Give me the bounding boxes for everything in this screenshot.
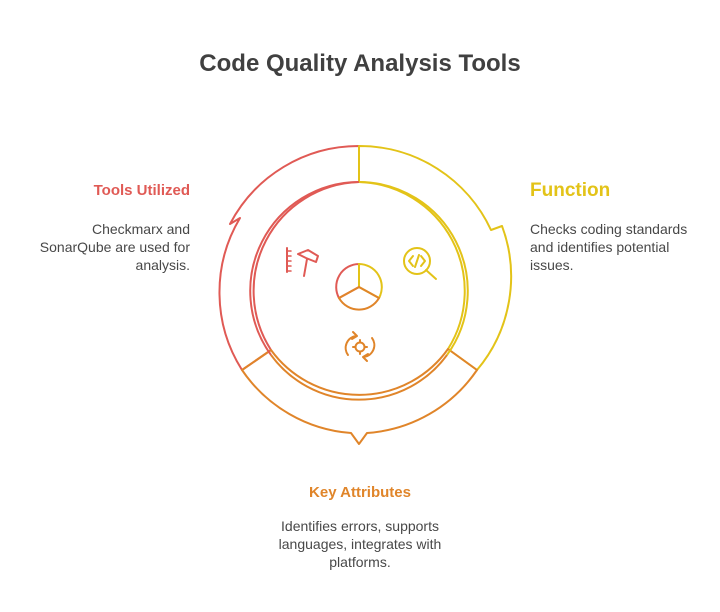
- function-description: Checks coding standards and identifies p…: [530, 221, 688, 273]
- key-attributes-description: Identifies errors, supports languages, i…: [278, 518, 442, 570]
- tools-heading: Tools Utilized: [93, 182, 190, 199]
- outer-arc-tools: [218, 144, 360, 371]
- inner-circle: [249, 181, 469, 401]
- gear-refresh-icon: [344, 331, 376, 362]
- tools-description: Checkmarx and SonarQube are used for ana…: [39, 221, 190, 273]
- hammer-ruler-icon: [286, 247, 319, 277]
- outer-arc-function: [358, 144, 513, 371]
- key-attributes-heading: Key Attributes: [309, 484, 411, 501]
- pie-chart-icon: [335, 262, 383, 311]
- function-heading: Function: [530, 180, 611, 201]
- outer-arc-key: [241, 348, 478, 445]
- page-title: Code Quality Analysis Tools: [199, 50, 521, 77]
- code-search-icon: [403, 247, 437, 280]
- outer-ring: [218, 144, 513, 445]
